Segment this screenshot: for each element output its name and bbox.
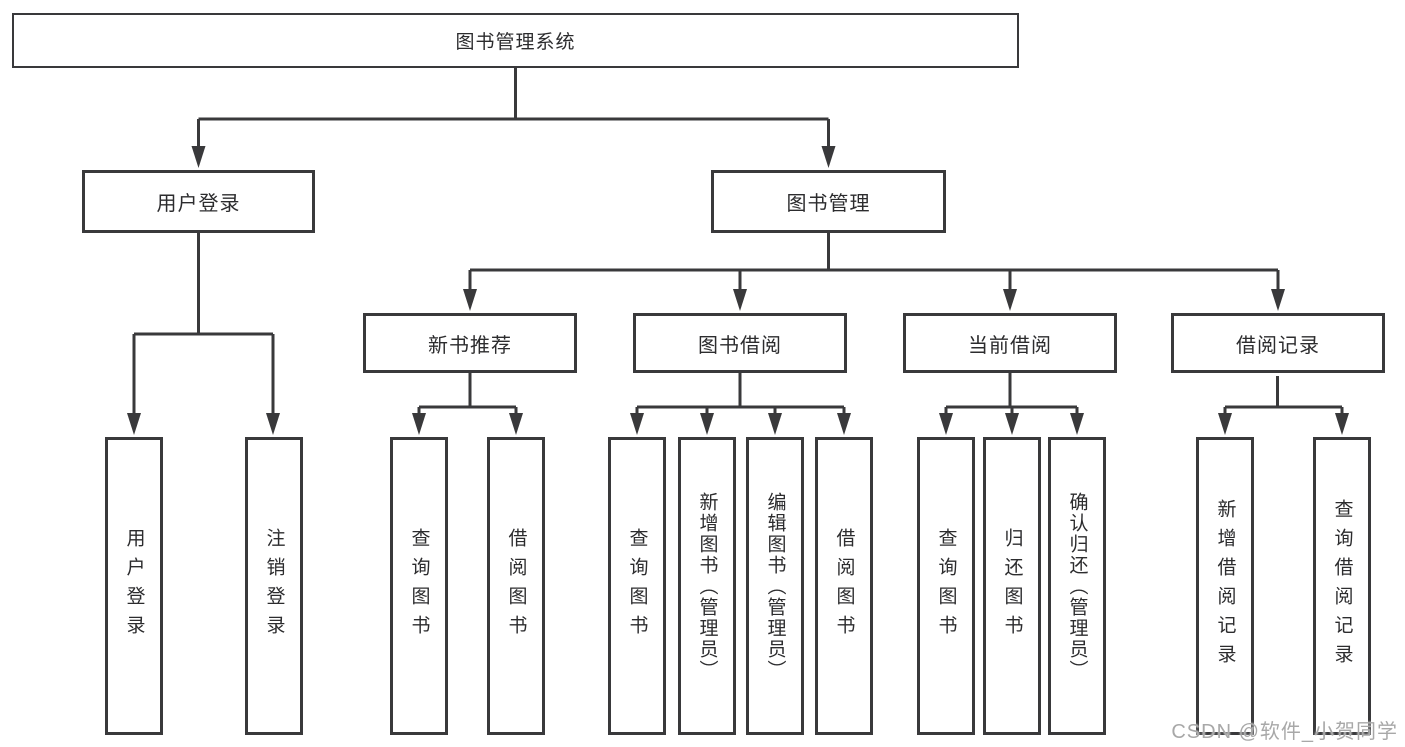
leaf-return-books: 归还图书 [983,437,1041,735]
leaf-edit-books-admin: 编辑图书（管理员） [746,437,804,735]
leaf-add-books-admin: 新增图书（管理员） [678,437,736,735]
leaf-label: 借阅图书 [833,528,855,644]
node-label: 借阅记录 [1236,334,1320,357]
node-library-management-system: 图书管理系统 [12,13,1019,68]
leaf-user-login: 用户登录 [105,437,163,735]
arrowhead-icons [127,146,1349,435]
leaf-borrow-books: 借阅图书 [815,437,873,735]
leaf-query-books-current: 查询图书 [917,437,975,735]
leaf-label: 编辑图书（管理员） [764,491,786,681]
leaf-query-books-recommend: 查询图书 [390,437,448,735]
watermark-text: CSDN @软件_小贺同学 [1171,721,1398,743]
node-label: 用户登录 [156,193,241,215]
leaf-label: 借阅图书 [505,528,527,644]
leaf-query-books-borrow: 查询图书 [608,437,666,735]
node-label: 新书推荐 [428,334,512,357]
leaf-label: 新增借阅记录 [1214,499,1236,673]
leaf-label: 归还图书 [1001,528,1023,644]
leaf-label: 查询借阅记录 [1331,499,1353,673]
node-label: 当前借阅 [968,334,1052,357]
leaf-logout: 注销登录 [245,437,303,735]
node-user-login: 用户登录 [82,170,315,233]
leaf-label: 注销登录 [263,528,285,644]
leaf-query-borrow-record: 查询借阅记录 [1313,437,1371,735]
node-current-borrowing: 当前借阅 [903,313,1117,373]
node-book-borrowing: 图书借阅 [633,313,847,373]
node-borrowing-records: 借阅记录 [1171,313,1385,373]
node-book-management: 图书管理 [711,170,946,233]
leaf-label: 查询图书 [626,528,648,644]
leaf-add-borrow-record: 新增借阅记录 [1196,437,1254,735]
leaf-label: 确认归还（管理员） [1066,491,1088,681]
leaf-label: 新增图书（管理员） [696,491,718,681]
leaf-label: 查询图书 [935,528,957,644]
node-label: 图书管理 [786,193,871,215]
leaf-confirm-return-admin: 确认归还（管理员） [1048,437,1106,735]
node-new-book-recommendation: 新书推荐 [363,313,577,373]
node-label: 图书借阅 [698,334,782,357]
leaf-label: 用户登录 [123,528,145,644]
leaf-borrow-books-recommend: 借阅图书 [487,437,545,735]
leaf-label: 查询图书 [408,528,430,644]
node-label: 图书管理系统 [455,32,576,53]
